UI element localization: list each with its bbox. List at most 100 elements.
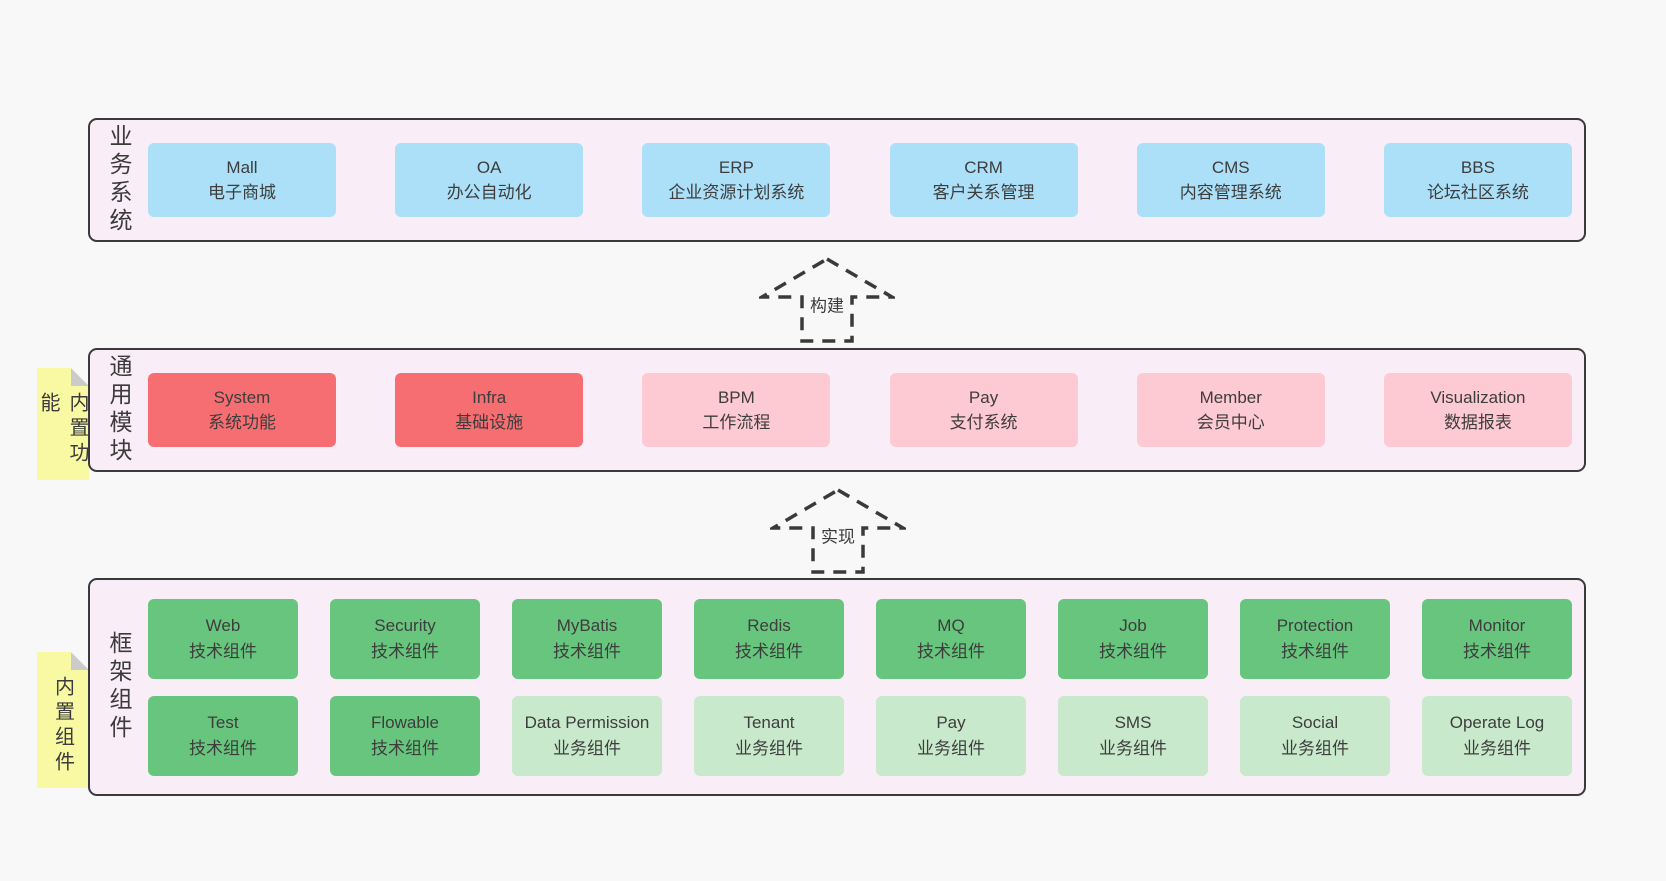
box-subtitle: 数据报表 [1443, 413, 1512, 432]
box-title: CMS [1211, 157, 1250, 177]
box-title: BBS [1460, 157, 1495, 177]
note-text: 内置功能 [37, 392, 88, 467]
box-subtitle: 技术组件 [1099, 641, 1167, 661]
box-erp: ERP 企业资源计划系统 [642, 143, 831, 217]
box-subtitle: 技术组件 [371, 738, 439, 758]
box-crm: CRM 客户关系管理 [889, 143, 1078, 217]
box-title: Member [1199, 387, 1262, 407]
box-subtitle: 业务组件 [1099, 738, 1167, 758]
box-title: MQ [937, 616, 965, 635]
box-title: MyBatis [556, 616, 618, 635]
framework-components-row-2: Test 技术组件 Flowable 技术组件 Data Permission … [148, 695, 1572, 776]
box-title: Visualization [1430, 387, 1526, 407]
box-subtitle: 技术组件 [917, 641, 985, 661]
box-subtitle: 业务组件 [553, 738, 621, 758]
band-label-business-systems: 业务系统 [106, 124, 132, 236]
box-subtitle: 工作流程 [702, 413, 771, 432]
block-arrow-up-icon [766, 487, 910, 574]
band-label-common-modules: 通用模块 [106, 354, 132, 466]
box-monitor: Monitor 技术组件 [1422, 598, 1572, 679]
box-subtitle: 技术组件 [735, 641, 803, 661]
box-title: Infra [472, 387, 507, 407]
box-title: SMS [1114, 713, 1152, 732]
box-title: Protection [1276, 616, 1354, 635]
arrow-label: 实现 [818, 521, 858, 549]
folded-corner-icon [71, 368, 89, 386]
box-job: Job 技术组件 [1058, 598, 1208, 679]
box-system: System 系统功能 [148, 373, 336, 447]
box-title: System [213, 387, 271, 407]
box-subtitle: 技术组件 [189, 641, 257, 661]
box-title: Flowable [370, 713, 440, 732]
box-subtitle: 系统功能 [208, 413, 276, 432]
framework-components-row-1: Web 技术组件 Security 技术组件 MyBatis 技术组件 Redi… [148, 598, 1572, 679]
box-subtitle: 办公自动化 [446, 183, 532, 202]
box-visualization: Visualization 数据报表 [1383, 373, 1572, 447]
box-bpm: BPM 工作流程 [642, 373, 831, 447]
box-social: Social 业务组件 [1240, 695, 1390, 776]
box-subtitle: 基础设施 [455, 413, 524, 432]
box-title: Web [205, 616, 241, 635]
box-subtitle: 业务组件 [735, 738, 803, 758]
box-title: BPM [717, 387, 755, 407]
note-text: 内置组件 [51, 676, 74, 776]
band-framework-components: 框架组件 Web 技术组件 Security 技术组件 MyBatis 技术组件… [88, 578, 1586, 796]
box-subtitle: 技术组件 [371, 641, 439, 661]
box-tenant: Tenant 业务组件 [694, 695, 844, 776]
box-mq: MQ 技术组件 [876, 598, 1026, 679]
box-protection: Protection 技术组件 [1240, 598, 1390, 679]
box-web: Web 技术组件 [148, 598, 298, 679]
box-subtitle: 技术组件 [1463, 641, 1531, 661]
box-title: ERP [718, 157, 754, 177]
box-title: Social [1291, 713, 1339, 732]
box-sms: SMS 业务组件 [1058, 695, 1208, 776]
box-subtitle: 业务组件 [1281, 738, 1349, 758]
box-title: Security [374, 616, 436, 635]
box-subtitle: 电子商城 [208, 183, 276, 202]
box-subtitle: 业务组件 [917, 738, 985, 758]
box-title: Pay [936, 713, 966, 732]
sticky-note-built-in-features: 内置功能 [37, 368, 89, 480]
business-systems-boxes: Mall 电子商城 OA 办公自动化 ERP 企业资源计划系统 CRM 客户关系… [148, 120, 1584, 240]
box-subtitle: 技术组件 [189, 738, 257, 758]
arrow-label: 构建 [807, 290, 847, 318]
box-pay-module: Pay 支付系统 [889, 373, 1078, 447]
box-title: CRM [964, 157, 1003, 177]
box-subtitle: 业务组件 [1463, 738, 1531, 758]
box-data-permission: Data Permission 业务组件 [512, 695, 662, 776]
framework-components-rows: Web 技术组件 Security 技术组件 MyBatis 技术组件 Redi… [148, 580, 1584, 794]
block-arrow-up-icon [755, 256, 899, 343]
box-bbs: BBS 论坛社区系统 [1383, 143, 1572, 217]
box-title: Monitor [1468, 616, 1526, 635]
box-test: Test 技术组件 [148, 695, 298, 776]
box-title: Pay [968, 387, 999, 407]
box-mall: Mall 电子商城 [148, 143, 336, 217]
box-subtitle: 论坛社区系统 [1426, 183, 1529, 202]
arrow-implement: 实现 [766, 487, 910, 575]
common-modules-boxes: System 系统功能 Infra 基础设施 BPM 工作流程 Pay 支付系统… [148, 350, 1584, 470]
box-subtitle: 技术组件 [1281, 641, 1349, 661]
box-title: Data Permission [524, 713, 650, 732]
box-subtitle: 会员中心 [1196, 413, 1265, 432]
band-common-modules: 通用模块 System 系统功能 Infra 基础设施 BPM 工作流程 Pay… [88, 348, 1586, 472]
box-subtitle: 企业资源计划系统 [668, 183, 805, 202]
box-title: Job [1119, 616, 1147, 635]
box-subtitle: 内容管理系统 [1179, 183, 1282, 202]
band-business-systems: 业务系统 Mall 电子商城 OA 办公自动化 ERP 企业资源计划系统 CRM… [88, 118, 1586, 242]
sticky-note-built-in-components: 内置组件 [37, 652, 89, 788]
folded-corner-icon [71, 652, 89, 670]
arrow-build: 构建 [755, 256, 899, 344]
box-title: OA [476, 157, 502, 177]
box-operate-log: Operate Log 业务组件 [1422, 695, 1572, 776]
box-subtitle: 支付系统 [949, 413, 1018, 432]
box-mybatis: MyBatis 技术组件 [512, 598, 662, 679]
box-member: Member 会员中心 [1136, 373, 1325, 447]
box-title: Redis [747, 616, 791, 635]
box-security: Security 技术组件 [330, 598, 480, 679]
box-title: Operate Log [1449, 713, 1545, 732]
box-oa: OA 办公自动化 [395, 143, 584, 217]
box-infra: Infra 基础设施 [395, 373, 584, 447]
box-title: Tenant [743, 713, 795, 732]
band-label-framework-components: 框架组件 [106, 631, 132, 743]
box-cms: CMS 内容管理系统 [1136, 143, 1325, 217]
